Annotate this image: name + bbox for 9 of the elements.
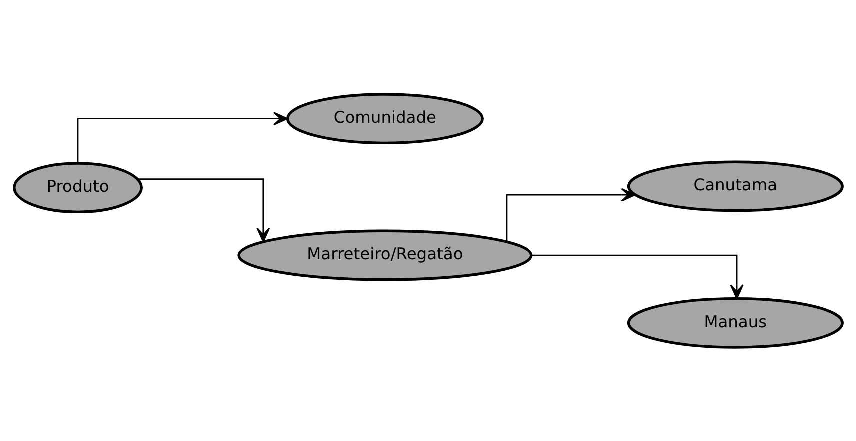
arrow: [137, 178, 270, 242]
arrow: [76, 112, 288, 163]
node-ellipse: Produto: [12, 162, 142, 214]
node-ellipse: Manaus: [626, 296, 844, 348]
node-ellipse: Canutama: [626, 160, 844, 212]
arrow: [506, 188, 636, 241]
node-ellipse: Marreteiro/Regatão: [237, 229, 532, 281]
node-ellipse: Comunidade: [286, 92, 484, 144]
arrow: [530, 254, 744, 299]
